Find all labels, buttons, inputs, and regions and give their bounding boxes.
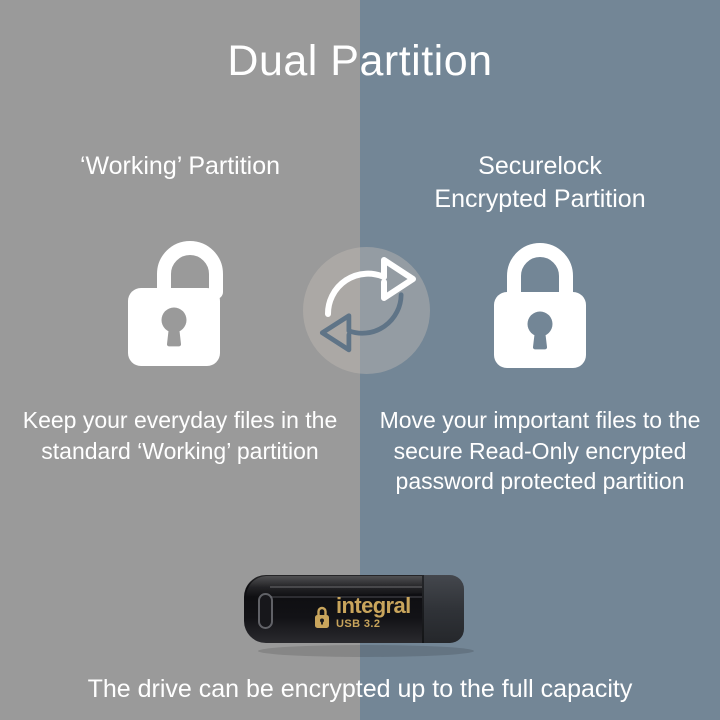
usb-brand-label: integral — [336, 593, 411, 618]
sync-circle-backdrop — [303, 247, 430, 374]
sync-arrows-icon — [319, 257, 416, 353]
usb-shadow — [258, 645, 474, 657]
encrypted-heading-line-1: Securelock — [478, 152, 602, 180]
working-partition-heading: ‘Working’ Partition — [79, 152, 281, 180]
closed-padlock-icon — [494, 243, 586, 368]
usb-flash-drive: integral USB 3.2 — [244, 575, 474, 657]
open-padlock-icon — [128, 241, 223, 366]
arrow-left-icon — [319, 292, 404, 353]
usb-spec-label: USB 3.2 — [336, 618, 380, 630]
usb-lock-badge — [315, 606, 329, 628]
usb-gloss — [245, 576, 446, 597]
working-partition-description: Keep your everyday files in the standard… — [22, 407, 338, 464]
footer-caption: The drive can be encrypted up to the ful… — [0, 675, 720, 704]
encrypted-heading-line-2: Encrypted Partition — [434, 185, 646, 213]
page-title: Dual Partition — [227, 37, 493, 85]
arrow-right-icon — [324, 257, 416, 317]
encrypted-partition-heading: Securelock Encrypted Partition — [360, 150, 720, 216]
usb-cap — [422, 575, 464, 643]
usb-cap-seam — [422, 575, 424, 643]
usb-lanyard-hole — [260, 595, 271, 627]
encrypted-partition-description: Move your important files to the secure … — [379, 407, 701, 495]
footer-caption-text: The drive can be encrypted up to the ful… — [87, 675, 633, 703]
